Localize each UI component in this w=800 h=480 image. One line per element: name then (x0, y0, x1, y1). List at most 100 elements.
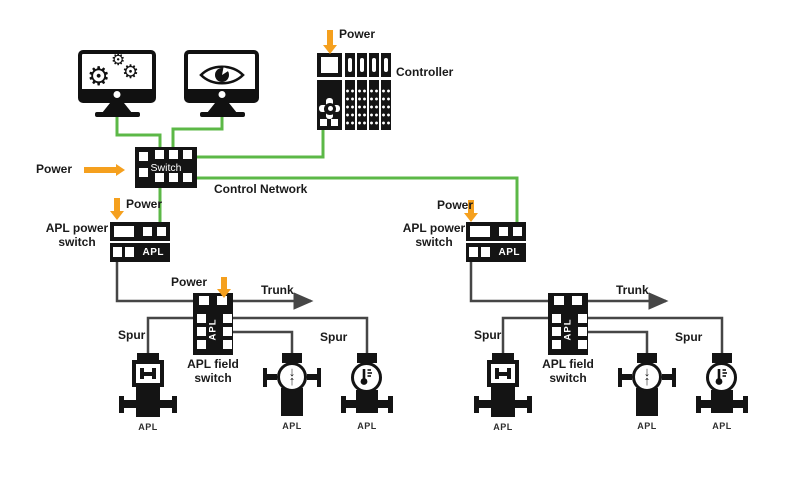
spur-label: Spur (320, 330, 348, 344)
h-symbol-icon (152, 368, 156, 379)
flow-symbol-head (487, 360, 519, 387)
cpu-display (321, 57, 338, 73)
switch-port (155, 173, 164, 182)
pressure-symbol-head: ↓↑ (632, 362, 662, 392)
pipe-flange (743, 396, 748, 413)
io-slot (360, 58, 364, 72)
label-line: APL field (187, 357, 239, 371)
power-arrow-icon (468, 200, 474, 213)
pipe-stub (620, 374, 632, 380)
label-line: switch (194, 371, 232, 385)
io-led-dots (369, 87, 379, 127)
pipe (479, 400, 527, 408)
apl-power-switch-label: APL power switch (37, 221, 117, 249)
gear-icon: ⚙ (111, 52, 126, 69)
pipe-flange (672, 368, 676, 387)
trunk-label: Trunk (616, 283, 649, 297)
switch-port (183, 173, 192, 182)
device-apl-label: APL (493, 422, 513, 432)
pipe-flange (263, 368, 267, 387)
link-switch-to-controller (190, 127, 325, 159)
label-line: switch (549, 371, 587, 385)
power-label: Power (126, 197, 163, 211)
pipe-flange (119, 396, 124, 413)
field-switch-port (217, 296, 227, 305)
power-arrow-icon (84, 167, 116, 173)
monitor-base (200, 112, 245, 117)
switch-port (169, 150, 178, 159)
label-line: switch (415, 235, 453, 249)
pipe-flange (527, 396, 532, 413)
controller-label: Controller (396, 65, 454, 79)
eye-icon (199, 65, 245, 85)
monitor-stand (207, 103, 237, 113)
pipe-flange (474, 396, 479, 413)
power-arrowhead-icon (323, 45, 337, 54)
power-switch-port (125, 247, 134, 257)
field-switch-port (578, 327, 587, 336)
field-switch-port (199, 296, 209, 305)
field-switch-port (572, 296, 582, 305)
switch-port (183, 150, 192, 159)
left-spur-flow-device (146, 316, 197, 356)
power-arrowhead-icon (110, 211, 124, 220)
right-trunk-line (469, 261, 669, 310)
flow-symbol-head (132, 360, 164, 387)
device-cap (637, 353, 657, 363)
device-apl-label: APL (282, 421, 302, 431)
apl-badge: APL (207, 318, 219, 341)
spur-label: Spur (118, 328, 146, 342)
cpu-port (320, 119, 327, 126)
pipe (346, 400, 388, 408)
field-switch-port (197, 314, 206, 323)
operator-workstation (184, 50, 259, 103)
device-body (636, 388, 658, 416)
power-arrowhead-icon (217, 289, 231, 298)
device-body (281, 388, 303, 416)
pipe-flange (172, 396, 177, 413)
thermometer-icon (360, 369, 372, 385)
io-slot (384, 58, 388, 72)
io-led-dots (345, 87, 355, 127)
pressure-symbol-head: ↓↑ (277, 362, 307, 392)
power-arrowhead-icon (464, 213, 478, 222)
apl-field-switch-label: APL field switch (173, 357, 253, 385)
pipe (124, 400, 172, 408)
device-apl-label: APL (357, 421, 377, 431)
io-slot (372, 58, 376, 72)
right-spur-flow-device (501, 316, 552, 356)
temperature-symbol-head (706, 362, 737, 393)
engineering-workstation: ⚙ ⚙ ⚙ (78, 50, 156, 103)
pressure-arrows-icon: ↓↑ (288, 364, 296, 388)
trunk-label: Trunk (261, 283, 294, 297)
right-spur-temperature-device (583, 316, 724, 356)
label-line: APL power (45, 221, 109, 235)
device-cap (492, 353, 514, 361)
switch-port (139, 168, 148, 177)
io-led-dots (381, 87, 391, 127)
h-symbol-icon (507, 368, 511, 379)
power-switch-port (143, 227, 152, 236)
pipe-flange (341, 396, 346, 413)
io-slot (348, 58, 352, 72)
left-trunk-line (115, 261, 314, 310)
pressure-arrows-icon: ↓↑ (643, 364, 651, 388)
spur-label: Spur (474, 328, 502, 342)
field-switch-port (578, 314, 587, 323)
apl-power-switch-label: APL power switch (394, 221, 474, 249)
power-switch-port (481, 247, 490, 257)
monitor-dot (218, 91, 225, 98)
link-operator-to-switch (171, 117, 224, 155)
device-apl-label: APL (637, 421, 657, 431)
pipe-stub (662, 374, 674, 380)
power-arrow-icon (221, 277, 227, 289)
apl-field-switch-label: APL field switch (528, 357, 608, 385)
pipe-flange (696, 396, 701, 413)
switch-port (155, 150, 164, 159)
h-symbol-icon (142, 371, 154, 376)
power-label: Power (171, 275, 208, 289)
pipe-flange (618, 368, 622, 387)
controller-power-label: Power (339, 27, 376, 41)
h-symbol-icon (497, 371, 509, 376)
pipe-flange (317, 368, 321, 387)
